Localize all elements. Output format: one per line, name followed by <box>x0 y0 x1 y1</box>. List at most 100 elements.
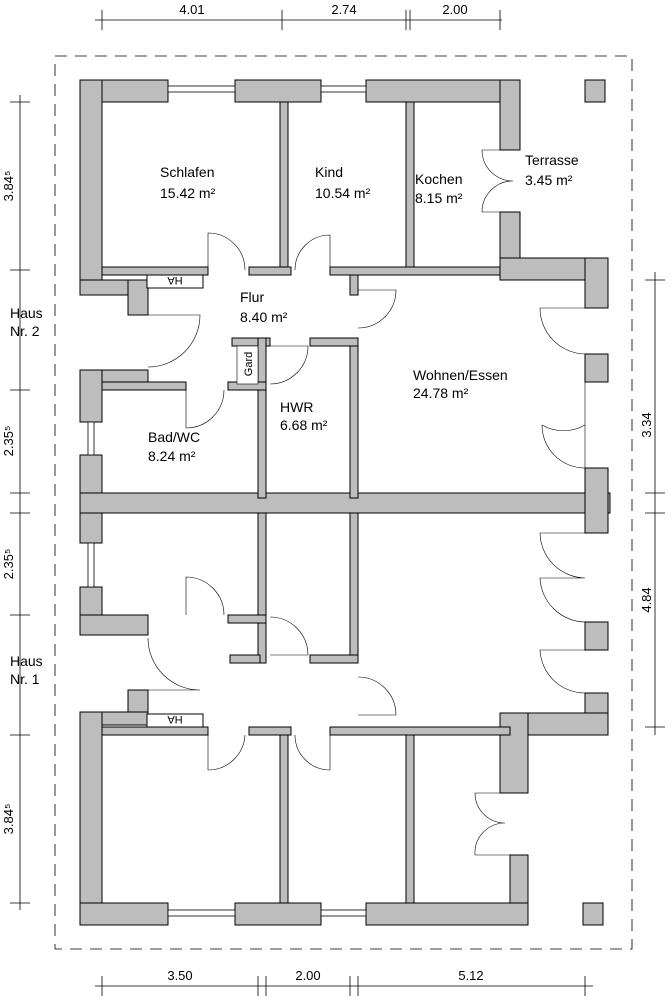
meter-label-haus-2: HA <box>167 274 183 286</box>
door-kochen-terrasse-haus-1 <box>474 792 520 856</box>
house-label-line2: Nr. 1 <box>10 671 40 687</box>
wall <box>365 79 521 103</box>
dimension-label: 2.74 <box>331 2 356 17</box>
wall <box>584 467 609 534</box>
wall <box>101 381 187 391</box>
room-area: 3.45 m² <box>525 172 573 188</box>
window <box>320 85 367 93</box>
room-name: HWR <box>280 399 313 415</box>
dimension-lines <box>10 10 665 996</box>
house-label-line1: Haus <box>10 653 43 669</box>
wall <box>584 353 609 383</box>
dimension-label: 4.84 <box>639 587 654 612</box>
wall <box>349 274 359 296</box>
meter-box-haus-2 <box>146 274 204 289</box>
door-schlafen <box>207 232 246 271</box>
terrace-door <box>539 649 586 694</box>
dimension-label: 3.50 <box>167 968 192 983</box>
wall <box>257 337 267 499</box>
wall <box>79 369 103 423</box>
door-kind-haus-1 <box>294 734 331 771</box>
wall <box>227 614 267 624</box>
wall <box>349 512 359 664</box>
dimension-label: 2.35⁵ <box>1 549 16 580</box>
wall <box>248 726 292 736</box>
dimension-label: 2.00 <box>442 2 467 17</box>
terrace-door <box>539 532 586 623</box>
meter-box-haus-1 <box>146 713 204 728</box>
house-label-line1: Haus <box>10 305 43 321</box>
walls <box>79 79 611 926</box>
wall <box>584 621 609 651</box>
window <box>167 85 236 93</box>
dimension-label: 4.01 <box>179 2 204 17</box>
room-name: Kind <box>315 164 343 180</box>
garderobe <box>236 345 259 385</box>
window <box>167 909 236 917</box>
wall <box>584 257 609 309</box>
dimension-label: 3.84⁵ <box>1 804 16 835</box>
terrace-post <box>582 902 604 926</box>
wall <box>248 266 292 276</box>
house-label-line2: Nr. 2 <box>10 323 40 339</box>
wall <box>234 902 322 926</box>
room-area: 6.68 m² <box>280 417 328 433</box>
room-name: Schlafen <box>160 164 214 180</box>
room-area: 8.24 m² <box>148 448 196 464</box>
party-wall <box>79 492 611 514</box>
room-area: 15.42 m² <box>160 185 216 201</box>
property-boundary <box>54 55 633 950</box>
terrace-post <box>584 79 606 103</box>
dimension-label: 2.00 <box>295 968 320 983</box>
door-kochen-terrasse <box>481 149 520 213</box>
garderobe-label: Gard <box>243 352 255 376</box>
wall <box>79 614 149 636</box>
wall <box>279 734 289 904</box>
room-area: 24.78 m² <box>413 385 469 401</box>
wall <box>405 101 415 271</box>
window <box>320 909 367 917</box>
door-entrance-haus-1 <box>147 637 201 691</box>
room-area: 8.40 m² <box>240 309 288 325</box>
doors <box>147 149 586 856</box>
door-entrance-haus-2 <box>147 314 201 368</box>
terrace-door <box>541 382 586 469</box>
wall <box>79 79 103 296</box>
window <box>87 421 95 456</box>
wall <box>127 279 149 316</box>
dimension-label: 3.34 <box>639 412 654 437</box>
door-kind <box>294 234 331 271</box>
room-name: Flur <box>240 289 264 305</box>
room-name: Terrasse <box>525 152 579 168</box>
room-name: Kochen <box>415 171 462 187</box>
wall <box>499 712 529 794</box>
wall <box>234 79 322 103</box>
wall <box>279 101 289 271</box>
door-hwr-haus-1 <box>269 616 309 656</box>
door-wohnen-haus-1 <box>357 676 397 716</box>
room-area: 10.54 m² <box>315 185 371 201</box>
meter-label-haus-1: HA <box>167 713 183 725</box>
dimension-label: 2.35⁵ <box>1 426 16 457</box>
door-schlafen-haus-1 <box>207 734 246 771</box>
door-bad-haus-1 <box>185 576 225 616</box>
wall <box>101 726 209 736</box>
wall <box>349 337 359 499</box>
room-labels: Schlafen 15.42 m² Kind 10.54 m² Kochen 8… <box>148 152 579 464</box>
terrace-door <box>539 307 586 355</box>
wall <box>229 654 261 664</box>
dimension-label: 3.84⁵ <box>1 171 16 202</box>
wall <box>309 654 359 664</box>
door-hwr <box>269 345 309 385</box>
door-bad <box>185 389 225 429</box>
dimension-label: 5.12 <box>458 968 483 983</box>
wall <box>79 902 169 926</box>
windows <box>87 85 367 917</box>
wall <box>365 902 529 926</box>
wall <box>257 512 267 664</box>
wall <box>79 711 103 926</box>
room-name: Wohnen/Essen <box>413 367 508 383</box>
wall <box>329 726 511 736</box>
wall <box>79 512 103 544</box>
